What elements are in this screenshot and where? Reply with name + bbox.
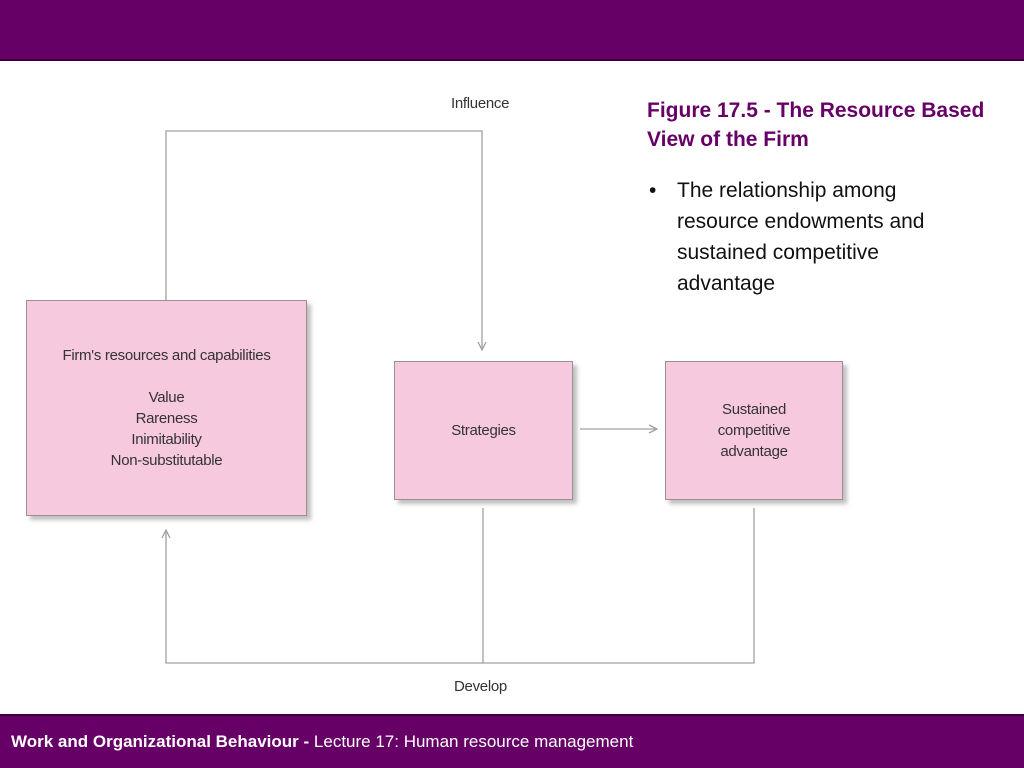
attribute-rareness: Rareness — [135, 410, 198, 427]
footer-course: Work and Organizational Behaviour - — [11, 732, 310, 751]
footer-band — [0, 714, 1024, 768]
resources-capabilities-box: Firm's resources and capabilities Value … — [26, 300, 307, 516]
sustained-advantage-label: Sustained competitive advantage — [717, 401, 791, 460]
sustained-advantage-box: Sustained competitive advantage — [665, 361, 843, 500]
influence-label: Influence — [451, 95, 510, 112]
attribute-value: Value — [148, 389, 185, 406]
strategies-box-label: Strategies — [451, 422, 516, 439]
develop-label: Develop — [454, 678, 507, 695]
footer-lecture: Lecture 17: Human resource management — [309, 732, 634, 751]
attribute-inimitability: Inimitability — [131, 431, 202, 448]
footer-text: Work and Organizational Behaviour - Lect… — [11, 732, 633, 752]
attribute-non-substitutable: Non-substitutable — [110, 452, 223, 469]
strategies-box: Strategies — [394, 361, 573, 500]
bullet-marker: • — [649, 179, 657, 202]
resources-box-title: Firm's resources and capabilities — [62, 347, 271, 364]
header-band — [0, 0, 1024, 61]
develop-connector — [166, 508, 755, 664]
bullet-text: The relationship among resource endowmen… — [677, 179, 925, 295]
slide-heading: Figure 17.5 - The Resource Based View of… — [647, 99, 985, 151]
influence-connector — [165, 130, 482, 350]
